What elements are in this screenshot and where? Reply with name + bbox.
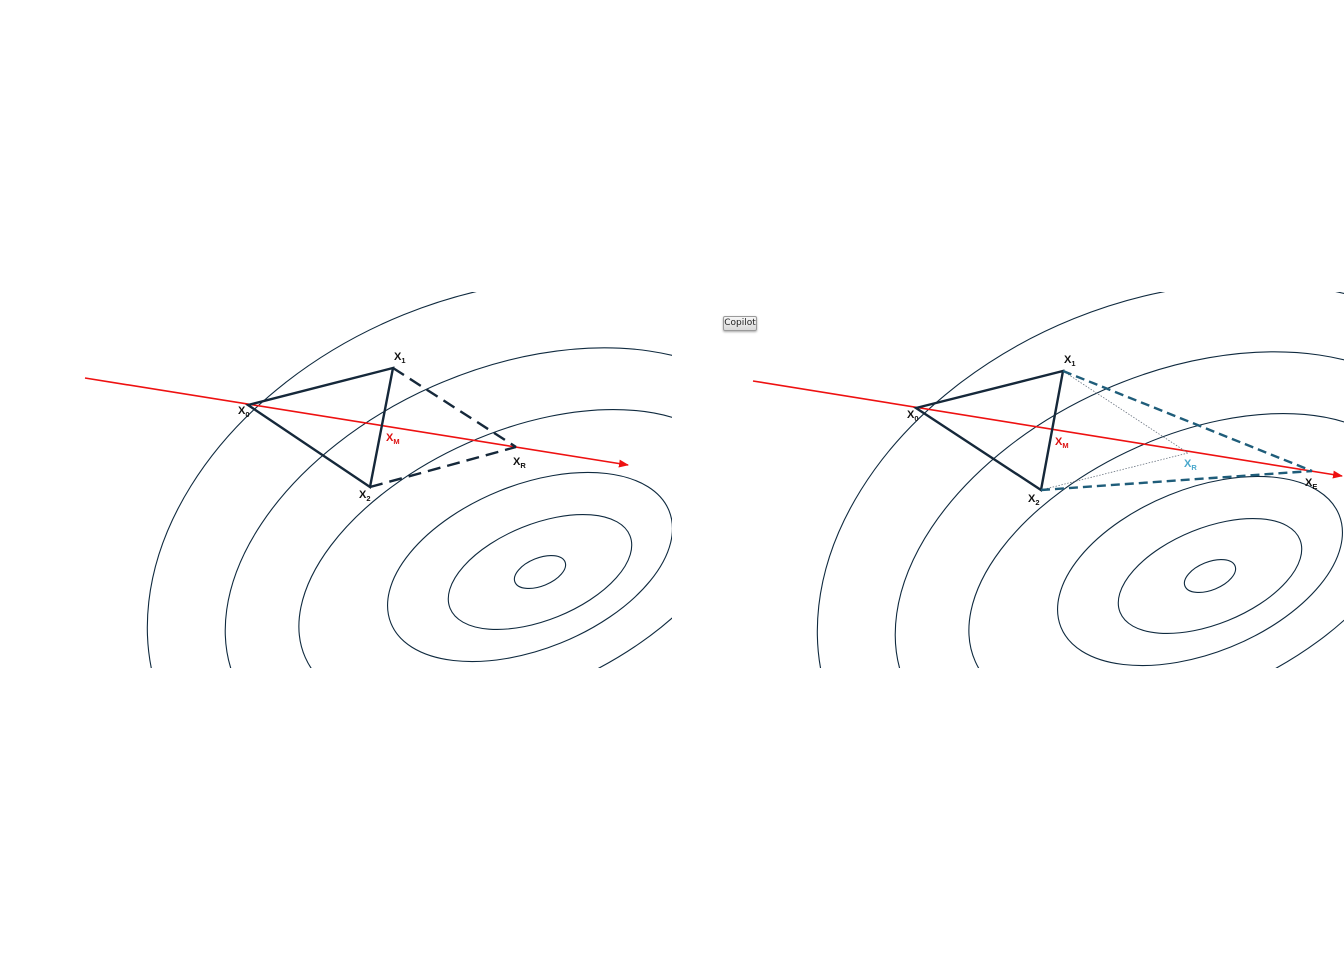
label-x1: X1 [394,351,406,365]
contour-ellipse [513,554,567,590]
contour-ellipse [298,409,672,668]
contour-ellipse [224,347,672,668]
contour-ellipse [1117,517,1303,635]
expansion-edge [1040,469,1313,492]
label-x1: X1 [1064,354,1076,368]
right-panel: X0 X1 X2 XM XR XE [752,292,1344,668]
label-x2: X2 [1028,493,1040,507]
contour-ellipse [387,471,672,663]
reflection-edge [392,366,517,449]
contour-ellipse [894,351,1344,668]
simplex-triangle [245,366,395,490]
contour-ellipse [146,292,672,668]
label-xr: XR [513,456,526,470]
left-contours [146,292,672,668]
reflection-guide [1062,370,1189,454]
right-contours [816,292,1344,668]
left-panel: X0 X1 X2 XM XR [84,292,672,668]
contour-ellipse [816,292,1344,668]
label-x0: X0 [238,405,250,419]
contour-ellipse [968,413,1344,668]
expansion-edge [1062,369,1313,473]
copilot-button[interactable]: Copilot [723,316,757,331]
search-direction-arrow [752,380,1343,479]
reflection-edge [369,445,517,489]
reflection-guide [1040,452,1189,491]
label-xm: XM [386,432,400,446]
contour-ellipse [1183,558,1237,594]
label-xr: XR [1184,458,1197,472]
simplex-triangle [913,369,1065,492]
search-direction-arrow [84,377,629,468]
label-xm: XM [1055,436,1069,450]
label-xe: XE [1305,477,1317,491]
contour-ellipse [1057,475,1343,667]
label-x0: X0 [907,409,919,423]
contour-ellipse [447,513,633,631]
label-x2: X2 [359,489,371,503]
